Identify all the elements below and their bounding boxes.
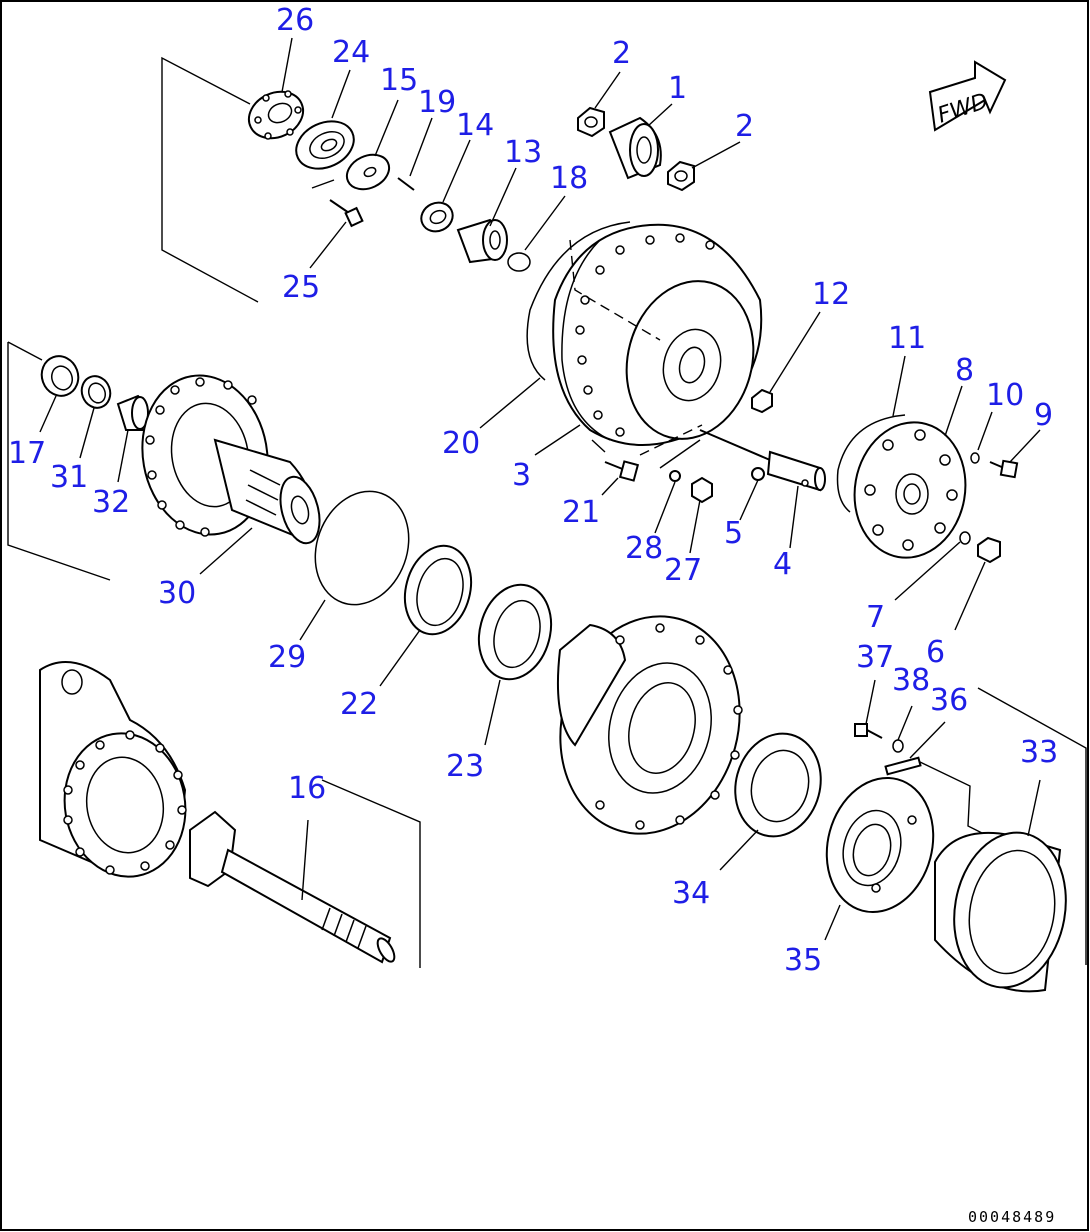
callout-9: 9 — [1034, 398, 1053, 433]
callout-21: 21 — [562, 495, 600, 530]
part-36-lock-plate — [884, 756, 922, 776]
part-2-nut-lower — [667, 160, 695, 192]
part-15-washer — [345, 153, 391, 191]
part-20-o-ring — [526, 221, 631, 381]
drawing-number: 00048489 — [968, 1208, 1056, 1226]
callout-22: 22 — [340, 687, 378, 722]
part-32-sleeve — [116, 394, 149, 431]
callout-35: 35 — [784, 943, 822, 978]
callout-3: 3 — [512, 458, 531, 493]
group-bracket-shaft — [321, 779, 421, 968]
axle-housing — [39, 661, 187, 878]
callout-30: 30 — [158, 576, 196, 611]
callout-15: 15 — [380, 63, 418, 98]
callout-34: 34 — [672, 876, 710, 911]
part-37-bolt — [854, 723, 883, 739]
callout-2: 2 — [735, 109, 754, 144]
part-3-hub — [552, 223, 763, 446]
callout-19: 19 — [418, 85, 456, 120]
part-23-bearing — [477, 583, 553, 681]
part-12-plug — [751, 388, 773, 414]
callout-13: 13 — [504, 135, 542, 170]
part-1-bearing — [608, 116, 662, 180]
callout-8: 8 — [955, 353, 974, 388]
group-bracket-right — [977, 687, 1087, 965]
part-27-plug — [691, 476, 713, 504]
wheel-hub — [556, 615, 743, 835]
callout-33: 33 — [1020, 735, 1058, 770]
callouts: 1 2 2 3 4 5 6 7 8 9 10 11 12 13 14 15 16… — [8, 3, 1058, 978]
part-11-o-ring — [836, 414, 906, 513]
callout-37: 37 — [856, 640, 894, 675]
part-18-snap-ring — [507, 252, 531, 272]
callout-23: 23 — [446, 749, 484, 784]
part-2-nut-upper — [577, 106, 605, 138]
callout-36: 36 — [930, 683, 968, 718]
callout-17: 17 — [8, 436, 46, 471]
part-10-washer — [970, 452, 980, 464]
callout-11: 11 — [888, 321, 926, 356]
fwd-arrow-icon: FWD — [928, 60, 1007, 132]
part-33-ring-gear — [934, 831, 1067, 993]
part-29-o-ring — [314, 490, 410, 606]
part-13-roller-bearing — [456, 218, 508, 264]
callout-18: 18 — [550, 161, 588, 196]
callout-12: 12 — [812, 277, 850, 312]
part-35-ring-gear-hub — [825, 776, 935, 914]
callout-31: 31 — [50, 460, 88, 495]
callout-7: 7 — [866, 600, 885, 635]
part-24-bearing — [295, 120, 355, 170]
part-9-bolt — [989, 459, 1019, 479]
group-bracket-left — [7, 342, 111, 581]
callout-26: 26 — [276, 3, 314, 38]
part-22-bearing-race — [403, 544, 473, 636]
part-30-spindle — [141, 374, 321, 545]
part-19-pin — [397, 177, 415, 191]
callout-28: 28 — [625, 531, 663, 566]
part-17-seal — [40, 355, 80, 397]
part-31-ring — [80, 375, 112, 409]
callout-38: 38 — [892, 663, 930, 698]
part-14-seal — [420, 201, 454, 233]
callout-32: 32 — [92, 485, 130, 520]
callout-14: 14 — [456, 108, 494, 143]
part-28-ball — [669, 470, 681, 482]
part-26-flange — [247, 90, 305, 140]
callout-20: 20 — [442, 426, 480, 461]
callout-5: 5 — [724, 516, 743, 551]
part-4-shaft — [699, 429, 826, 492]
leader-lines — [39, 37, 1041, 941]
callout-6: 6 — [926, 635, 945, 670]
callout-4: 4 — [773, 547, 792, 582]
callout-27: 27 — [664, 553, 702, 588]
callout-25: 25 — [282, 270, 320, 305]
callout-10: 10 — [986, 378, 1024, 413]
part-5-ball — [751, 467, 765, 481]
part-8-cover — [853, 421, 967, 559]
callout-1: 1 — [668, 71, 687, 106]
part-34-bearing — [734, 732, 822, 838]
part-21-bolt — [604, 460, 640, 482]
part-7-o-ring — [959, 531, 971, 545]
callout-2: 2 — [612, 36, 631, 71]
callout-16: 16 — [288, 771, 326, 806]
group-bracket-upper — [161, 56, 259, 303]
callout-29: 29 — [268, 640, 306, 675]
part-38-washer — [892, 739, 904, 753]
part-6-plug — [977, 536, 1001, 564]
part-16-axle-shaft — [189, 810, 396, 964]
callout-24: 24 — [332, 35, 370, 70]
part-25-bolt — [329, 199, 364, 228]
